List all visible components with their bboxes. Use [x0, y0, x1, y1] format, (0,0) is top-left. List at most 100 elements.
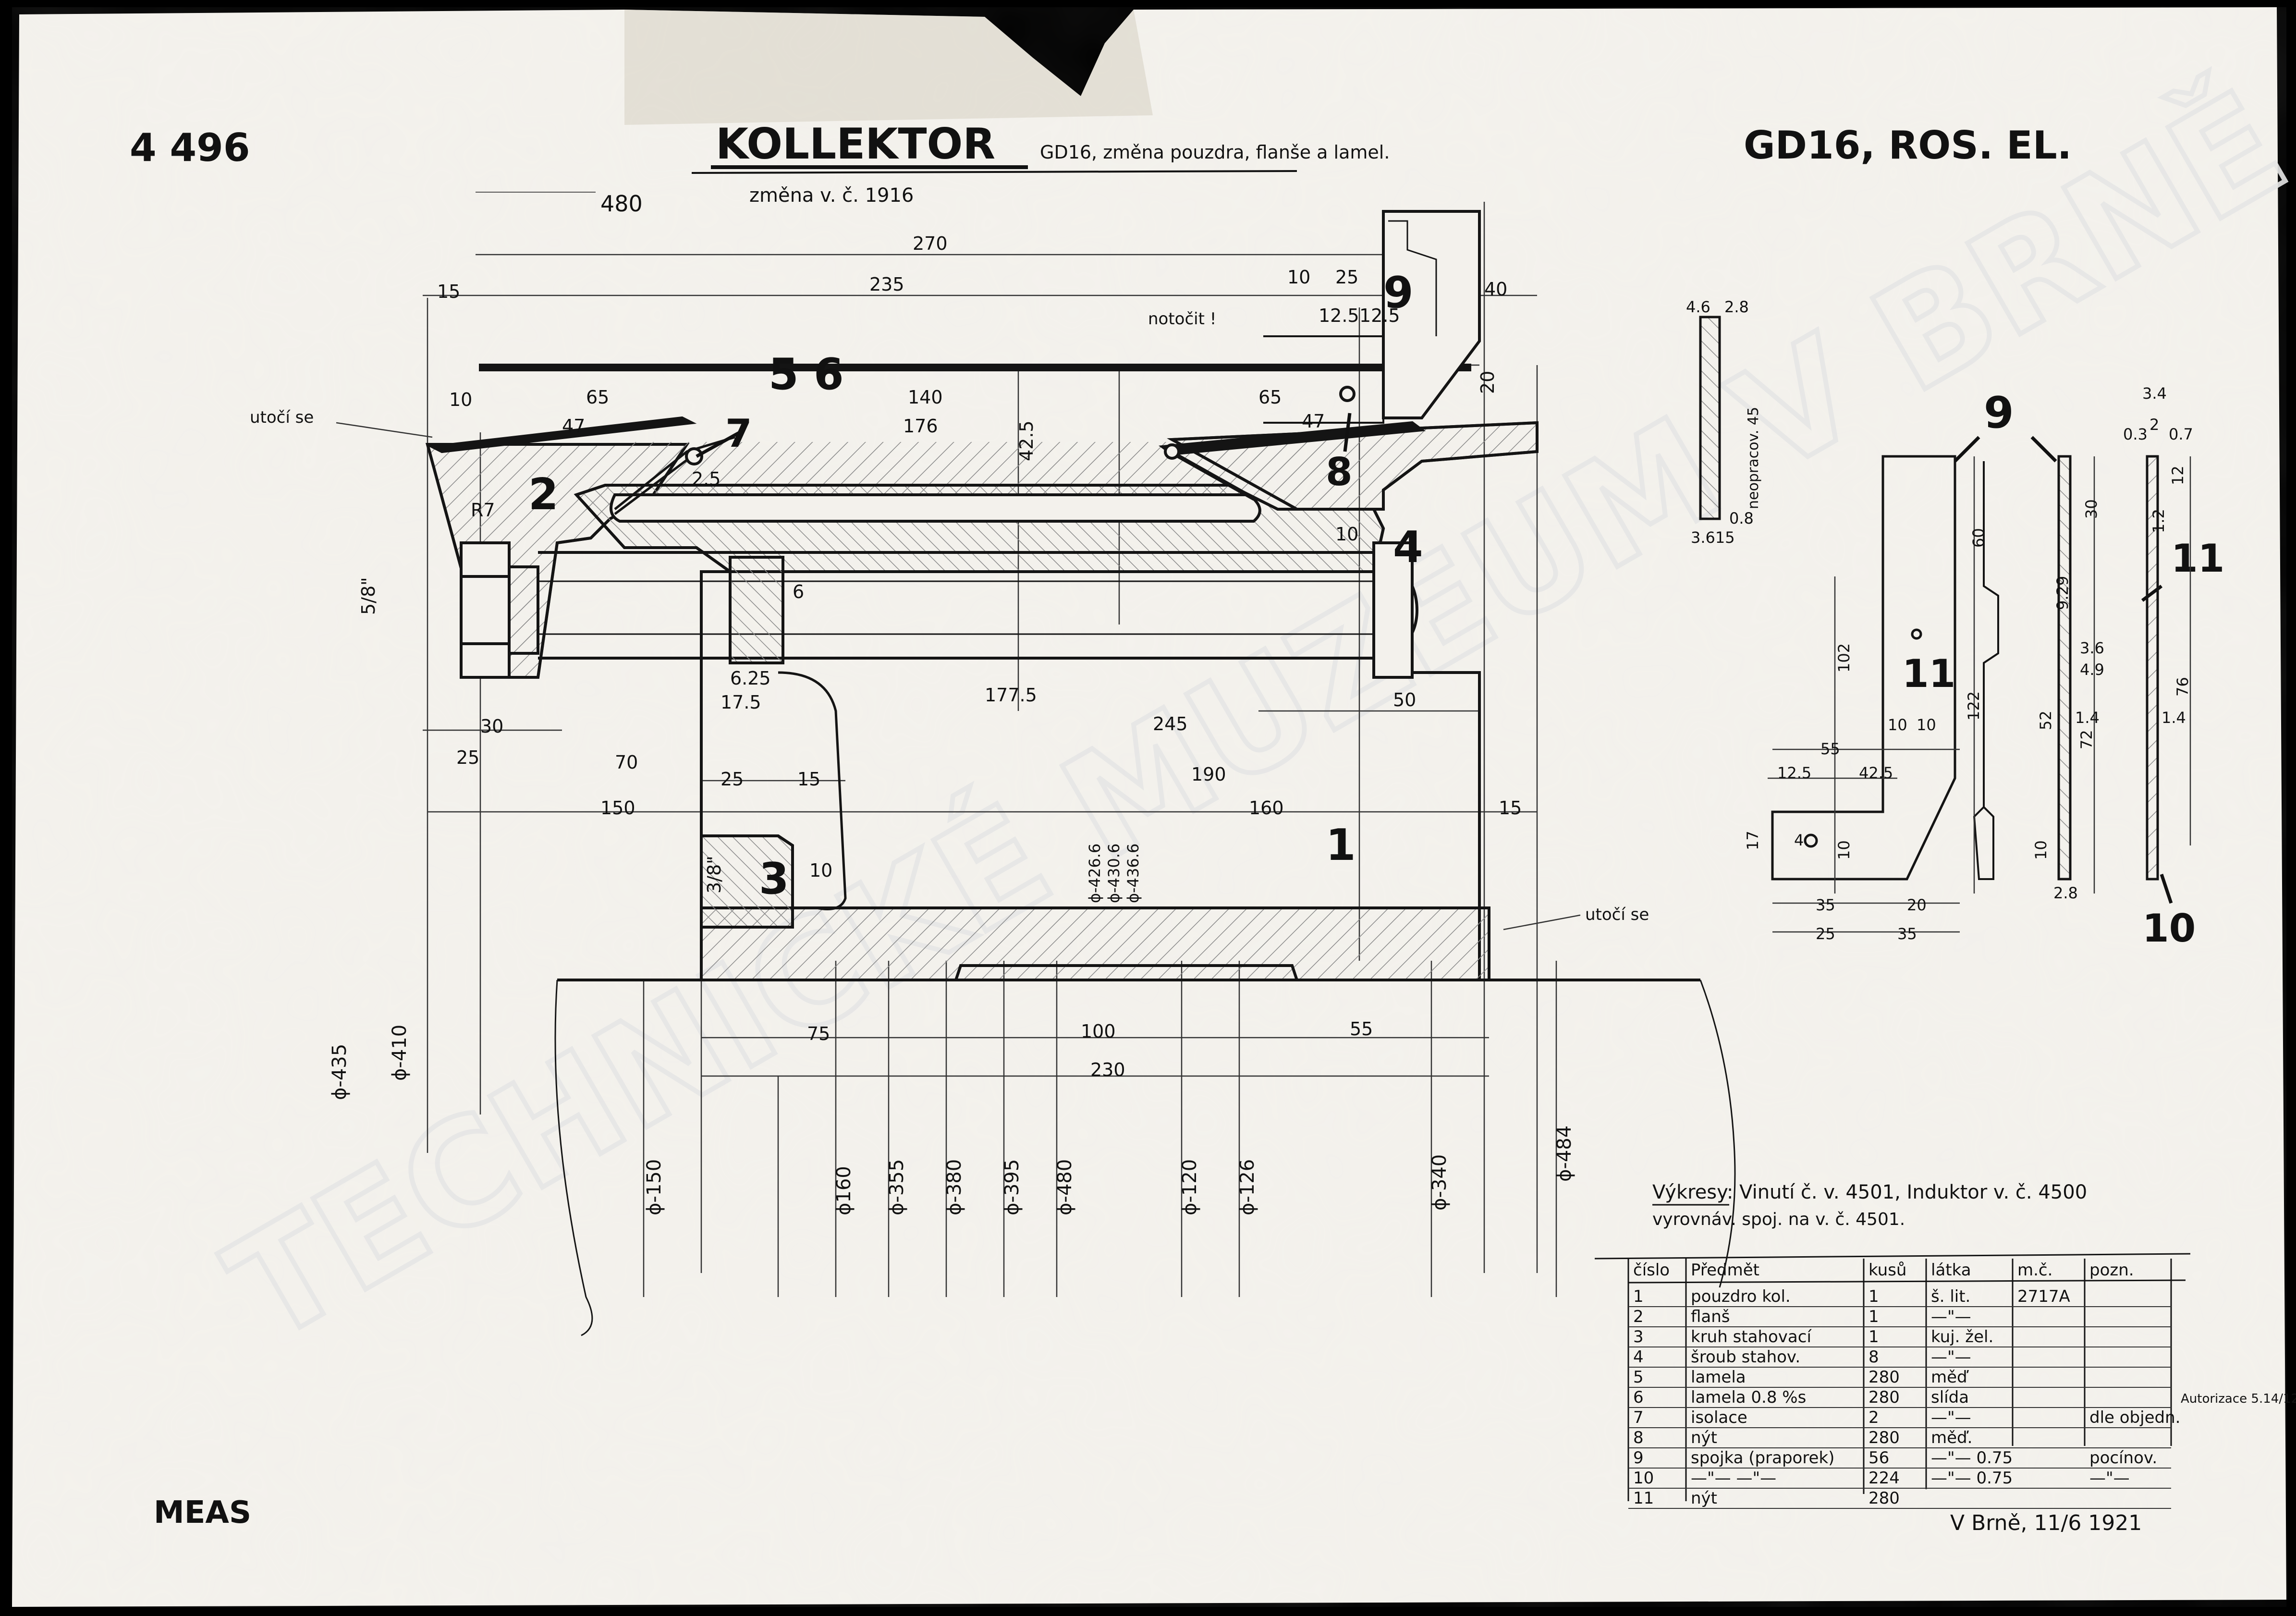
bom-cell-8-3: —"— 0.75: [1931, 1448, 2013, 1468]
bom-table: [1594, 1253, 2191, 1501]
bom-cell-10-2: 280: [1869, 1489, 1900, 1508]
bom-cell-9-0: 10: [1633, 1469, 1654, 1488]
note-utoci-se-1: utočí se: [250, 408, 314, 427]
drawings-note-1: Výkresy: Vinutí č. v. 4501, Induktor v. …: [1652, 1181, 2087, 1203]
bom-cell-3-0: 4: [1633, 1347, 1644, 1367]
det-60: 60: [1969, 528, 1988, 548]
dim-190: 190: [1191, 764, 1226, 785]
dim-10c: 10: [1335, 524, 1358, 545]
bom-cell-2-2: 1: [1869, 1327, 1879, 1347]
dia-395: ϕ-395: [1001, 1159, 1023, 1215]
bom-cell-2-3: kuj. žel.: [1931, 1327, 1993, 1347]
det-0-3: 0.3: [2123, 425, 2148, 443]
det-2: 2: [2149, 416, 2159, 434]
dim-230: 230: [1090, 1059, 1125, 1080]
main-dimensions: 270 235 15 10 25 40 140 176 65 47 65 47 …: [358, 233, 1522, 1080]
bom-cell-10-0: 11: [1633, 1489, 1654, 1508]
dim-2-5: 2.5: [692, 468, 721, 490]
change-note: změna v. č. 1916: [749, 184, 914, 207]
callout-4: 4: [1393, 522, 1423, 573]
bom-cell-6-1: isolace: [1691, 1408, 1747, 1427]
det-20: 20: [1907, 896, 1927, 914]
bom-cell-8-5: pocínov.: [2089, 1448, 2157, 1468]
det-12: 12: [2169, 465, 2187, 485]
company-name: MEAS: [154, 1495, 251, 1530]
bom-cell-0-3: š. lit.: [1931, 1287, 1970, 1306]
bom-cell-4-2: 280: [1869, 1368, 1900, 1387]
bom-header-2: kusů: [1869, 1261, 1906, 1280]
dim-5-8: 5/8": [358, 577, 379, 615]
bom-header-4: m.č.: [2017, 1261, 2052, 1280]
det-1-4b: 1.4: [2162, 709, 2186, 727]
dim-6: 6: [793, 581, 804, 602]
callout-9a: 9: [1383, 268, 1414, 318]
bom-cell-1-3: —"—: [1931, 1307, 1971, 1326]
right-code: GD16, ROS. EL.: [1744, 123, 2072, 168]
dia-150: ϕ-150: [643, 1159, 665, 1215]
callout-8: 8: [1326, 450, 1353, 494]
det-9-29: 9.29: [2053, 576, 2072, 610]
dim-47a: 47: [562, 416, 585, 437]
dim-15b: 15: [797, 769, 820, 790]
bom-header-3: látka: [1931, 1261, 1971, 1280]
bom-cell-1-1: flanš: [1691, 1307, 1730, 1326]
dia-436-6: ϕ-436.6: [1124, 844, 1142, 903]
det-30: 30: [2082, 499, 2101, 519]
bom-cell-5-2: 280: [1869, 1388, 1900, 1407]
dim-65b: 65: [1258, 387, 1282, 408]
dim-150: 150: [600, 797, 635, 819]
dia-340: ϕ-340: [1429, 1154, 1451, 1211]
dim-245: 245: [1153, 713, 1188, 735]
dim-10b: 10: [449, 389, 472, 410]
det-3-615: 3.615: [1691, 528, 1735, 547]
bom-cell-1-2: 1: [1869, 1307, 1879, 1326]
dim-12-5b: 12.5: [1359, 305, 1400, 326]
bom-header-5: pozn.: [2089, 1261, 2134, 1280]
bom-cell-6-0: 7: [1633, 1408, 1644, 1427]
detail-dimensions: 4.6 2.8 102 55 42.5 10 10 12.5 122 60 17…: [1686, 298, 2193, 943]
bom-cell-3-1: šroub stahov.: [1691, 1347, 1800, 1367]
callout-5-6: 5 6: [769, 349, 844, 400]
det-76: 76: [2174, 677, 2192, 697]
dia-435: ϕ-435: [329, 1044, 351, 1100]
callout-11b: 11: [2171, 536, 2224, 581]
main-section: [423, 202, 1736, 1336]
det-12-5: 12.5: [1777, 764, 1811, 782]
det-10d: 10: [2032, 840, 2050, 860]
dia-480: ϕ-480: [1054, 1159, 1076, 1215]
dim-177-5: 177.5: [985, 685, 1037, 706]
bom-cell-7-0: 8: [1633, 1428, 1644, 1447]
callout-3: 3: [759, 854, 789, 904]
bom-cell-10-1: nýt: [1691, 1489, 1717, 1508]
dim-40: 40: [1484, 279, 1507, 300]
detail-drawings: [1699, 316, 2191, 933]
det-52: 52: [2037, 710, 2055, 730]
bom-cell-0-0: 1: [1633, 1287, 1644, 1306]
bom-cell-7-2: 280: [1869, 1428, 1900, 1447]
dim-30: 30: [480, 716, 503, 737]
dim-25a: 25: [1335, 267, 1358, 288]
drawing-number: 4 496: [130, 125, 250, 170]
callout-10: 10: [2142, 906, 2196, 951]
dim-100: 100: [1081, 1021, 1116, 1042]
dim-160: 160: [1249, 797, 1284, 819]
dia-430-6: ϕ-430.6: [1105, 844, 1123, 903]
bom-cell-2-1: kruh stahovací: [1691, 1327, 1812, 1347]
det-4-9: 4.9: [2080, 661, 2104, 679]
det-55: 55: [1820, 740, 1840, 758]
dim-10d: 10: [809, 860, 832, 881]
det-4: 4: [1794, 831, 1804, 849]
bom-cell-8-2: 56: [1869, 1448, 1889, 1468]
bom-cell-6-2: 2: [1869, 1408, 1879, 1427]
dia-126: ϕ-126: [1236, 1159, 1258, 1215]
det-1-4a: 1.4: [2075, 709, 2100, 727]
dim-70: 70: [615, 752, 638, 773]
bom-cell-0-4: 2717A: [2017, 1287, 2070, 1306]
dia-160: ϕ160: [833, 1166, 855, 1215]
det-35b: 35: [1897, 925, 1917, 943]
dim-42-5: 42.5: [1016, 420, 1037, 461]
bom-cell-0-2: 1: [1869, 1287, 1879, 1306]
dim-65a: 65: [586, 387, 609, 408]
